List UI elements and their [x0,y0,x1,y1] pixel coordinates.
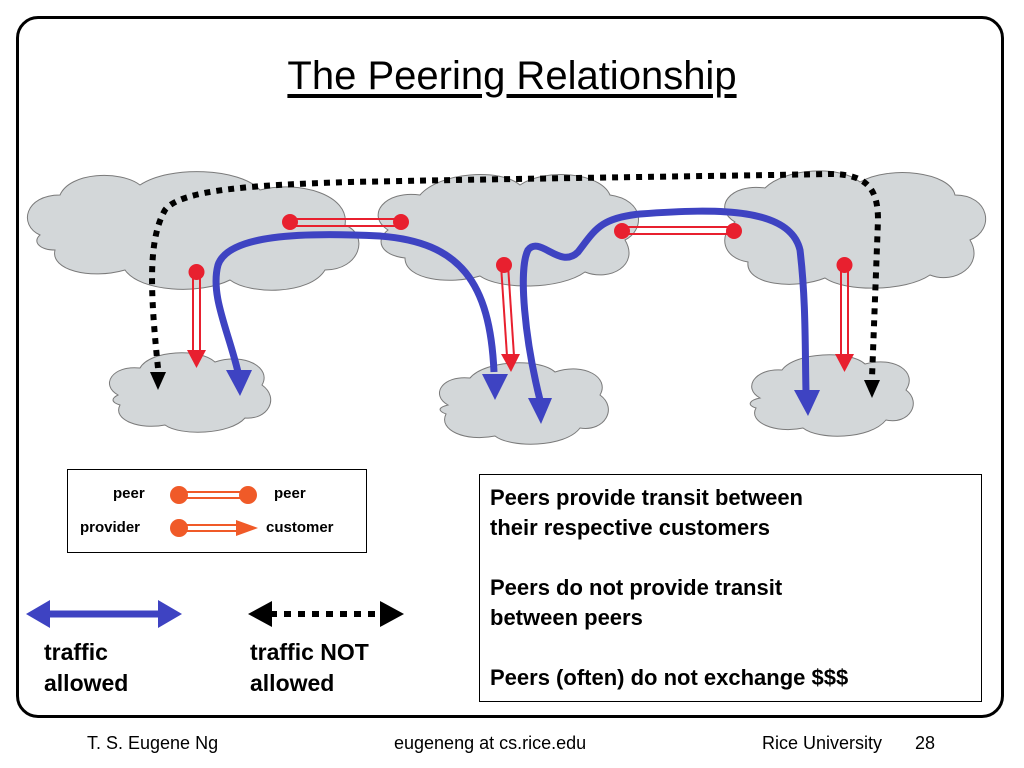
info-point-3: Peers (often) do not exchange $$$ [490,663,971,693]
traffic-allowed-arrowhead-bottom-middle [528,398,552,424]
provider-customer-link-left [187,264,206,368]
cloud-bottom-middle [438,362,609,445]
footer-institution: Rice University [762,733,883,753]
info-point-2: Peers do not provide transit between pee… [490,573,971,633]
info-point-2-line2: between peers [490,605,643,630]
legend-customer-label: customer [266,519,334,536]
info-point-3-line1: Peers (often) do not exchange $$$ [490,665,849,690]
info-point-2-line1: Peers do not provide transit [490,575,783,600]
traffic-not-allowed-label: traffic NOT allowed [250,637,369,699]
traffic-not-allowed-arrowhead-right [864,380,880,398]
footer-author: T. S. Eugene Ng [87,733,219,753]
legend-peer-left-label: peer [113,485,145,502]
info-point-1-line2: their respective customers [490,515,771,540]
traffic-allowed-path-middle-right [519,207,810,401]
traffic-not-allowed-arrowhead-left [150,372,166,390]
legend-box: peer peer provider customer [67,469,367,553]
cloud-bottom-left [108,352,272,433]
info-point-1: Peers provide transit between their resp… [490,483,971,543]
traffic-allowed-key-arrow [26,600,182,628]
traffic-allowed-arrowhead-left [226,370,252,396]
cloud-top-right [724,170,987,289]
legend-provider-label: provider [80,519,141,536]
traffic-not-allowed-key-arrow [248,601,404,627]
info-point-1-line1: Peers provide transit between [490,485,803,510]
traffic-allowed-label-line2: allowed [44,670,129,696]
traffic-allowed-path-left-middle [212,231,498,373]
traffic-allowed-label-line1: traffic [44,639,108,665]
legend-peer-symbol [170,486,257,504]
traffic-allowed-arrowhead-middle [482,374,508,400]
legend-peer-right-label: peer [274,485,306,502]
provider-customer-link-right [835,257,854,372]
footer-email: eugeneng at cs.rice.edu [394,733,587,753]
legend-provider-customer-symbol [170,519,258,537]
traffic-allowed-arrowhead-right [794,390,820,416]
slide-frame [16,16,1004,718]
peer-link-top-middle-right [614,223,742,239]
traffic-not-allowed-label-line2: allowed [250,670,335,696]
page-title: The Peering Relationship [287,54,737,98]
cloud-bottom-right [749,354,914,437]
info-box: Peers provide transit between their resp… [479,474,982,702]
provider-customer-link-middle [496,257,520,372]
traffic-allowed-label: traffic allowed [44,637,128,699]
legend-symbols [170,486,258,537]
traffic-not-allowed-path [149,170,882,379]
peer-link-top-left-middle [282,214,409,230]
traffic-not-allowed-label-line1: traffic NOT [250,639,369,665]
footer-page-number: 28 [915,733,936,753]
